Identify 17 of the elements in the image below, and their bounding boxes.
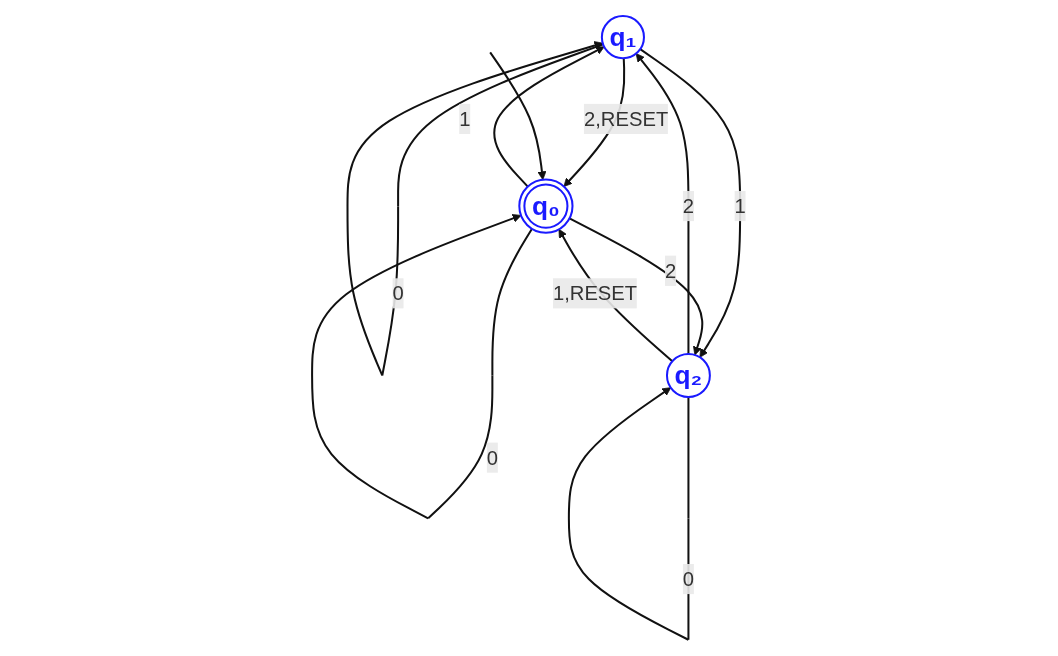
arrow <box>639 48 742 358</box>
edge-label: 0 <box>392 282 404 305</box>
arrow <box>489 51 547 181</box>
arrow <box>493 46 605 188</box>
node-circle: q₀ <box>518 178 574 234</box>
node-circle: q₂ <box>666 353 711 398</box>
edge-label: 2 <box>682 195 695 218</box>
edge-label: 2 <box>665 259 677 282</box>
edge-label: 1 <box>459 107 471 130</box>
arrow <box>569 217 704 356</box>
edge-label: 0 <box>682 567 695 591</box>
edge-label: 2,RESET <box>584 107 669 130</box>
arrow <box>635 53 690 355</box>
edge-label: 1,RESET <box>552 282 638 305</box>
node-circle: q₁ <box>600 15 646 60</box>
edge-label: 1 <box>734 195 746 218</box>
edge-label: 0 <box>486 446 499 469</box>
